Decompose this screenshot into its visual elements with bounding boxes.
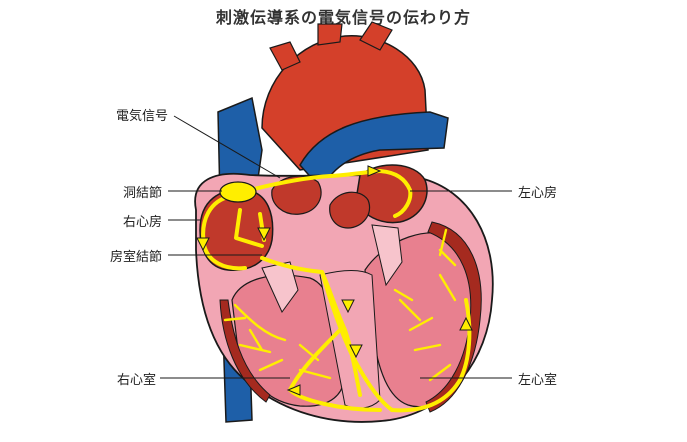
aortic-root-left <box>271 175 322 215</box>
label-left-atrium: 左心房 <box>518 186 558 201</box>
leader-lines <box>160 115 512 379</box>
aorta-branch-1 <box>269 41 301 71</box>
label-sa-node: 洞結節 <box>122 186 162 201</box>
mitral-valve <box>371 224 403 287</box>
label-left-ventricle: 左心室 <box>518 373 558 388</box>
label-right-ventricle: 右心室 <box>116 373 156 388</box>
label-right-atrium: 右心房 <box>122 215 162 230</box>
sa-node <box>219 181 257 203</box>
aortic-root-right <box>329 191 371 229</box>
label-av-node: 房室結節 <box>109 250 162 265</box>
signal-arrows <box>196 165 473 396</box>
diagram-title: 刺激伝導系の電気信号の伝わり方 <box>215 8 471 27</box>
aorta-branch-2 <box>317 23 343 46</box>
aorta-branch-3 <box>359 21 393 51</box>
label-signal: 電気信号 <box>115 109 168 124</box>
left-atrium-chamber <box>355 164 428 224</box>
pulmonary-artery <box>299 111 449 192</box>
rv-wall <box>219 299 271 403</box>
